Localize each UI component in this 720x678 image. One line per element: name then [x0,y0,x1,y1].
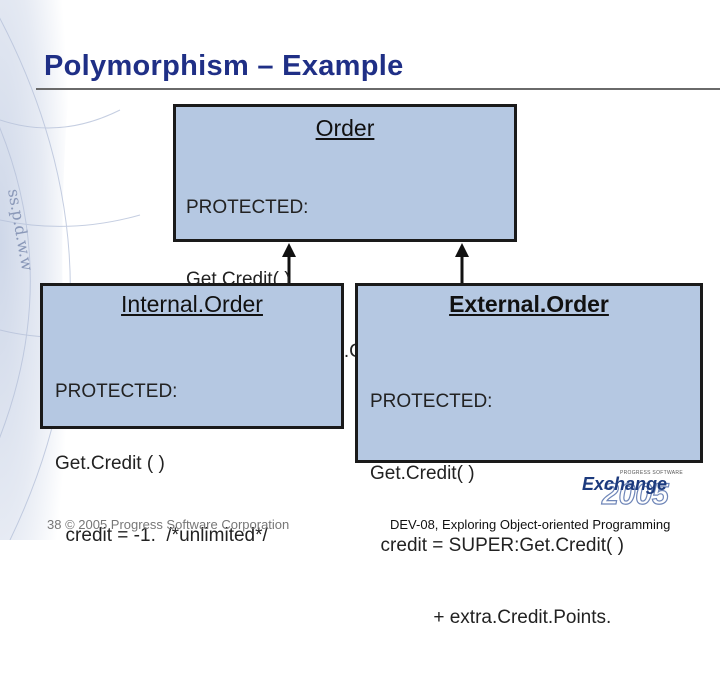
class-name-internal-order: Internal.Order [121,291,263,317]
title-divider [36,88,720,90]
footer-copyright: 38 © 2005 Progress Software Corporation [47,517,290,532]
class-name-external-order: External.Order [449,291,609,317]
class-body-internal-order: PROTECTED: Get.Credit ( ) credit = -1. /… [55,332,341,596]
class-box-internal-order: Internal.Order PROTECTED: Get.Credit ( )… [40,283,344,546]
code-line: PROTECTED: [186,197,309,218]
code-line: + extra.Credit.Points. [370,607,612,628]
code-line: PROTECTED: [55,381,178,402]
exchange-2005-logo: PROGRESS SOFTWARE 2005 Exchange [580,470,695,512]
slide-title: Polymorphism – Example [44,50,404,82]
class-box-order: Order PROTECTED: Get.Credit( ) credit = … [173,104,517,362]
code-line: Get.Credit ( ) [55,453,165,474]
class-name-order: Order [315,115,375,141]
logo-year: 2005 [601,477,669,511]
logo-word: Exchange [582,474,668,494]
code-line: credit = SUPER:Get.Credit( ) [370,535,624,556]
code-line: Get.Credit( ) [370,463,475,484]
code-line: PROTECTED: [370,391,493,412]
logo-tagline: PROGRESS SOFTWARE [620,470,683,476]
footer-session-title: DEV-08, Exploring Object-oriented Progra… [390,517,671,532]
class-box-external-order: External.Order PROTECTED: Get.Credit( ) … [355,283,703,628]
